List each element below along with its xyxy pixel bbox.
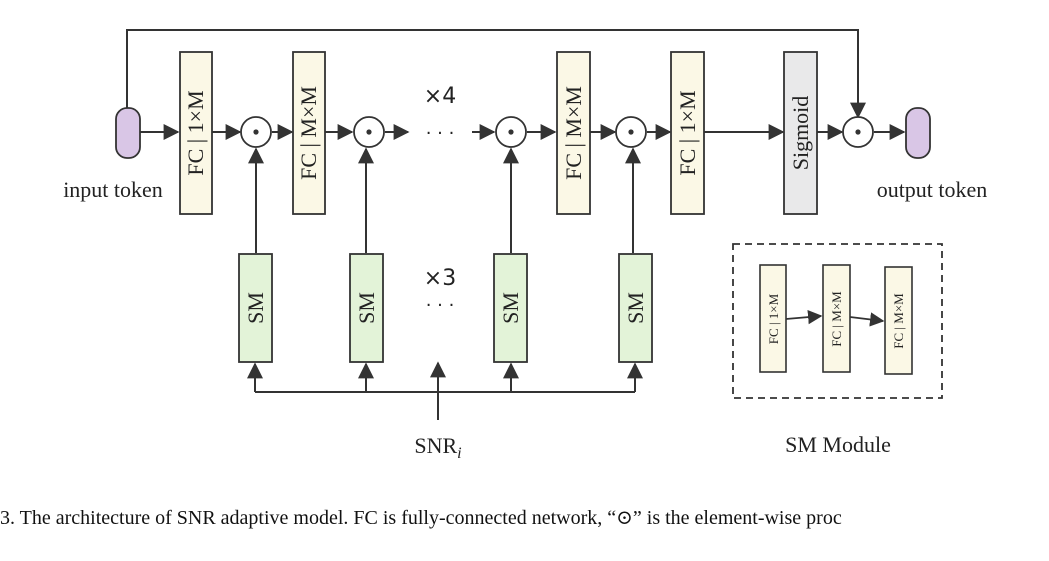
svg-text:FC | M×M: FC | M×M: [891, 293, 906, 349]
svg-text:SM: SM: [498, 292, 523, 324]
skip-connection: [126, 29, 866, 119]
product-node-4: [615, 116, 647, 148]
sm-module-title: SM Module: [785, 432, 891, 457]
repeat-bottom-label: ×3: [424, 266, 456, 291]
output-token: [905, 107, 931, 159]
figure-caption: 3. The architecture of SNR adaptive mode…: [0, 507, 842, 529]
svg-text:FC | M×M: FC | M×M: [561, 86, 586, 180]
fc-block-2: FC | M×M: [292, 51, 326, 215]
product-node-1: [240, 116, 272, 148]
snr-label: SNRi: [414, 433, 461, 462]
svg-text:FC | 1×M: FC | 1×M: [183, 90, 208, 175]
repeat-top-label: ×4: [424, 84, 456, 109]
output-token-label: output token: [877, 177, 988, 202]
fc-block-3: FC | M×M: [556, 51, 591, 215]
sm-block-3: SM: [493, 253, 528, 363]
sm-block-1: SM: [238, 253, 273, 363]
svg-text:FC | M×M: FC | M×M: [296, 86, 321, 180]
svg-text:SM: SM: [243, 292, 268, 324]
sm-module-fc-3: FC | M×M: [884, 266, 913, 375]
sm-module-fc-1: FC | 1×M: [759, 264, 787, 373]
svg-text:FC | 1×M: FC | 1×M: [766, 293, 781, 344]
architecture-diagram: input token FC | 1×M FC | M×M FC | M×M F…: [63, 29, 988, 462]
product-node-output: [842, 116, 874, 148]
product-node-2: [353, 116, 385, 148]
ellipsis-top: · · ·: [426, 123, 455, 144]
product-node-3: [495, 116, 527, 148]
svg-text:SM: SM: [623, 292, 648, 324]
svg-text:FC | M×M: FC | M×M: [829, 291, 844, 347]
svg-text:SM: SM: [354, 292, 379, 324]
fc-block-4: FC | 1×M: [670, 51, 705, 215]
sm-block-2: SM: [349, 253, 384, 363]
sm-block-4: SM: [618, 253, 653, 363]
fc-block-1: FC | 1×M: [179, 51, 213, 215]
sm-module-fc-2: FC | M×M: [822, 264, 851, 373]
svg-text:FC | 1×M: FC | 1×M: [675, 90, 700, 175]
sm-module-inset: FC | 1×M FC | M×M FC | M×M: [732, 243, 943, 399]
sigmoid-block: Sigmoid: [783, 51, 818, 215]
input-token-label: input token: [63, 177, 163, 202]
svg-text:Sigmoid: Sigmoid: [788, 96, 813, 171]
input-token: [115, 107, 141, 159]
ellipsis-bottom: · · ·: [426, 295, 455, 316]
